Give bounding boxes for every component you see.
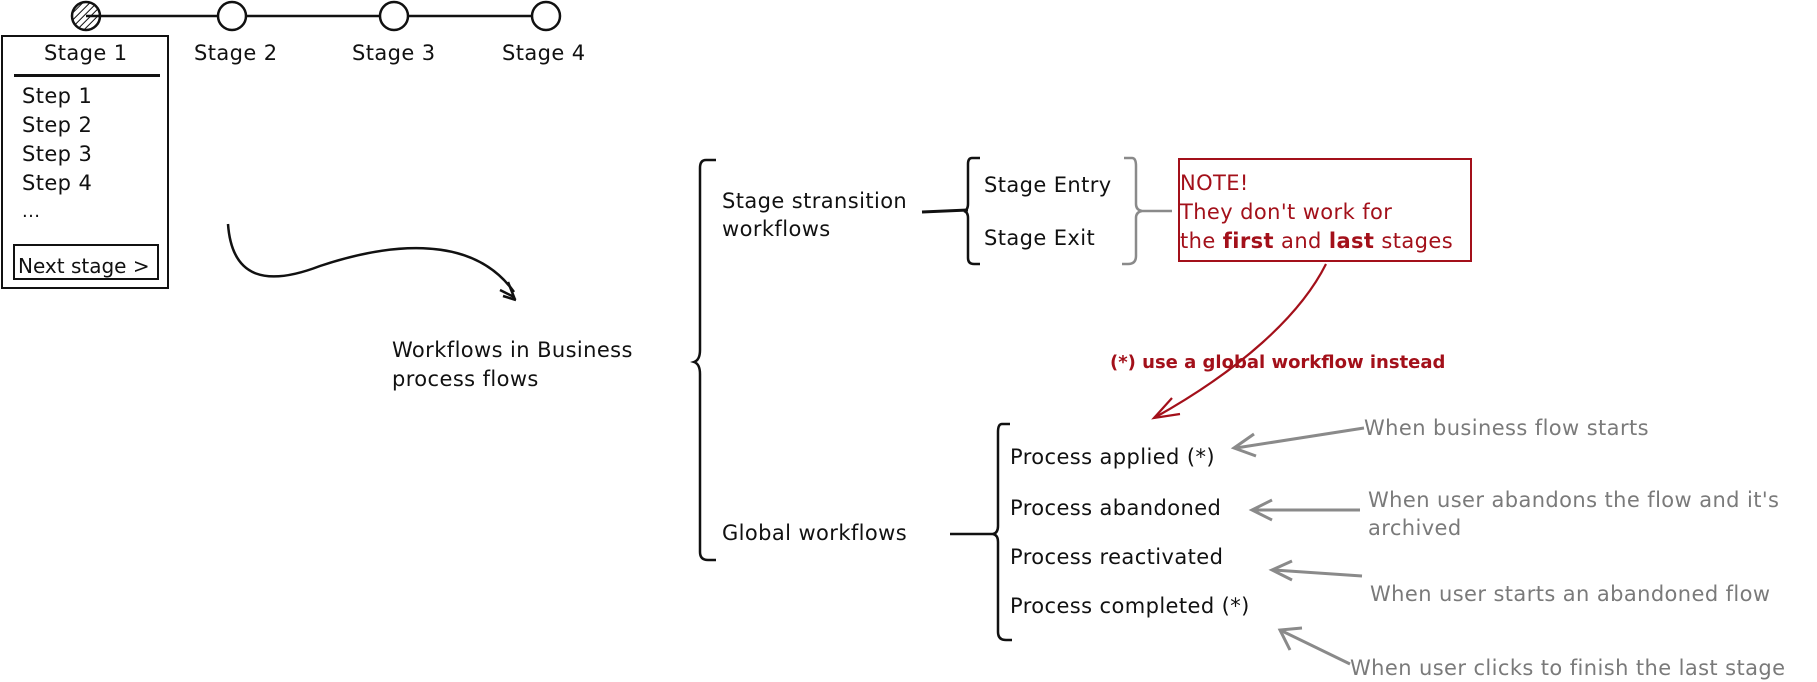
curved-arrow-head [499, 281, 517, 302]
global-label: Global workflows [722, 521, 908, 545]
note-line-2-post: stages [1374, 229, 1454, 253]
transition-connector [921, 208, 969, 214]
stage-panel-divider [14, 74, 160, 77]
note-line-1: They don't work for [1180, 200, 1393, 224]
explain-arrow-4-head [1277, 626, 1303, 651]
main-bracket [690, 158, 716, 562]
stage-1-marker [70, 0, 102, 32]
stage-exit-item: Stage Exit [984, 226, 1096, 250]
stage-2-marker [216, 0, 248, 32]
center-label-line-1: Workflows in Business [392, 338, 633, 362]
next-stage-button-label: Next stage > [18, 254, 150, 278]
step-item-1: Step 1 [22, 84, 93, 108]
note-arrow-label: (*) use a global workflow instead [1110, 352, 1446, 373]
curved-arrow [226, 223, 516, 293]
global-item-completed: Process completed (*) [1010, 594, 1250, 618]
stage-label-1[interactable]: Stage 1 [44, 41, 128, 65]
explain-arrow-3-head [1268, 559, 1293, 582]
explain-arrow-1 [1235, 426, 1365, 450]
explain-reactivated: When user starts an abandoned flow [1370, 582, 1771, 606]
step-item-3: Step 3 [22, 142, 93, 166]
note-box [1178, 158, 1472, 262]
explain-completed: When user clicks to finish the last stag… [1350, 656, 1786, 680]
step-item-more: ... [22, 201, 41, 222]
center-label-line-2: process flows [392, 367, 539, 391]
explain-abandoned-line-1: When user abandons the flow and it's [1368, 488, 1780, 512]
explain-arrow-4 [1279, 628, 1351, 666]
note-line-2-mid: and [1273, 229, 1329, 253]
global-item-applied: Process applied (*) [1010, 445, 1215, 469]
global-item-abandoned: Process abandoned [1010, 496, 1222, 520]
next-stage-button[interactable]: Next stage > [13, 244, 159, 280]
explain-arrow-3 [1273, 568, 1363, 578]
explain-arrow-1-head [1230, 432, 1257, 458]
transition-label-line-1: Stage stransition [722, 189, 908, 213]
entry-exit-grey-bracket [1122, 156, 1172, 266]
note-last-emphasis: last [1328, 229, 1375, 253]
step-item-4: Step 4 [22, 171, 93, 195]
transition-label-line-2: workflows [722, 217, 831, 241]
note-line-2-pre: the [1180, 229, 1223, 253]
stage-label-4[interactable]: Stage 4 [502, 41, 586, 65]
step-item-2: Step 2 [22, 113, 93, 137]
note-line-2: the first and last stages [1180, 231, 1453, 252]
stage-label-2[interactable]: Stage 2 [194, 41, 278, 65]
global-bracket [992, 422, 1012, 642]
stage-label-3[interactable]: Stage 3 [352, 41, 436, 65]
note-arrow-head [1151, 397, 1181, 420]
stage-4-marker [530, 0, 562, 32]
transition-bracket [963, 156, 980, 266]
note-first-emphasis: first [1222, 229, 1274, 253]
global-item-reactivated: Process reactivated [1010, 545, 1224, 569]
stage-3-marker [378, 0, 410, 32]
explain-abandoned-line-2: archived [1368, 516, 1462, 540]
note-title: NOTE! [1180, 171, 1249, 195]
note-arrow [1153, 263, 1327, 419]
active-stage-panel [1, 35, 169, 289]
stage-entry-item: Stage Entry [984, 173, 1112, 197]
explain-arrow-2-head [1248, 498, 1273, 522]
explain-applied: When business flow starts [1364, 416, 1649, 440]
